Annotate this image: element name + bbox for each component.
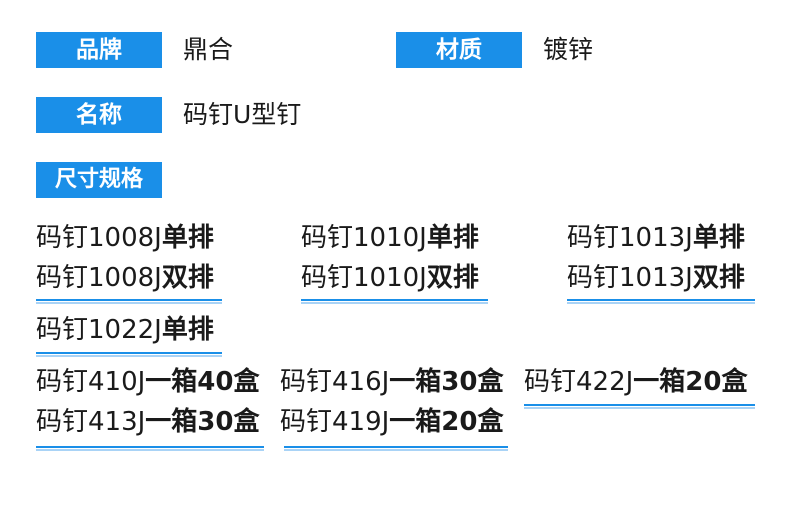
material-value: 镀锌 [543,35,594,64]
list-item: 码钉1022J单排 [36,314,214,346]
divider [567,299,755,304]
item-model: 码钉410J [36,367,146,397]
list-item: 码钉422J一箱20盒 [524,366,747,398]
list-item: 码钉1008J单排 [36,222,214,254]
item-model: 码钉1013J [567,263,693,293]
item-spec: 单排 [161,223,214,253]
item-spec: 双排 [426,263,479,293]
divider [36,352,222,357]
list-item: 码钉1013J双排 [567,262,745,294]
item-model: 码钉416J [280,367,390,397]
list-item: 码钉416J一箱30盒 [280,366,503,398]
divider [301,299,488,304]
brand-label: 品牌 [36,32,162,68]
item-spec: 单排 [692,223,745,253]
list-item: 码钉1008J双排 [36,262,214,294]
divider [36,299,222,304]
item-model: 码钉1010J [301,223,427,253]
item-model: 码钉422J [524,367,634,397]
item-spec: 一箱40盒 [145,367,260,397]
item-spec: 一箱20盒 [633,367,748,397]
item-model: 码钉1010J [301,263,427,293]
list-item: 码钉413J一箱30盒 [36,406,259,438]
name-value: 码钉U型钉 [183,100,302,129]
item-spec: 一箱20盒 [389,407,504,437]
item-model: 码钉1008J [36,223,162,253]
list-item: 码钉410J一箱40盒 [36,366,259,398]
list-item: 码钉419J一箱20盒 [280,406,503,438]
list-item: 码钉1010J单排 [301,222,479,254]
material-label: 材质 [396,32,522,68]
size-label: 尺寸规格 [36,162,162,198]
item-spec: 双排 [692,263,745,293]
divider [284,446,508,451]
divider [524,404,755,409]
list-item: 码钉1013J单排 [567,222,745,254]
item-spec: 双排 [161,263,214,293]
name-label: 名称 [36,97,162,133]
brand-value: 鼎合 [183,35,234,64]
divider [36,446,264,451]
item-spec: 单排 [426,223,479,253]
list-item: 码钉1010J双排 [301,262,479,294]
item-model: 码钉413J [36,407,146,437]
item-spec: 一箱30盒 [145,407,260,437]
item-model: 码钉419J [280,407,390,437]
item-model: 码钉1013J [567,223,693,253]
item-spec: 一箱30盒 [389,367,504,397]
item-spec: 单排 [161,315,214,345]
item-model: 码钉1022J [36,315,162,345]
item-model: 码钉1008J [36,263,162,293]
